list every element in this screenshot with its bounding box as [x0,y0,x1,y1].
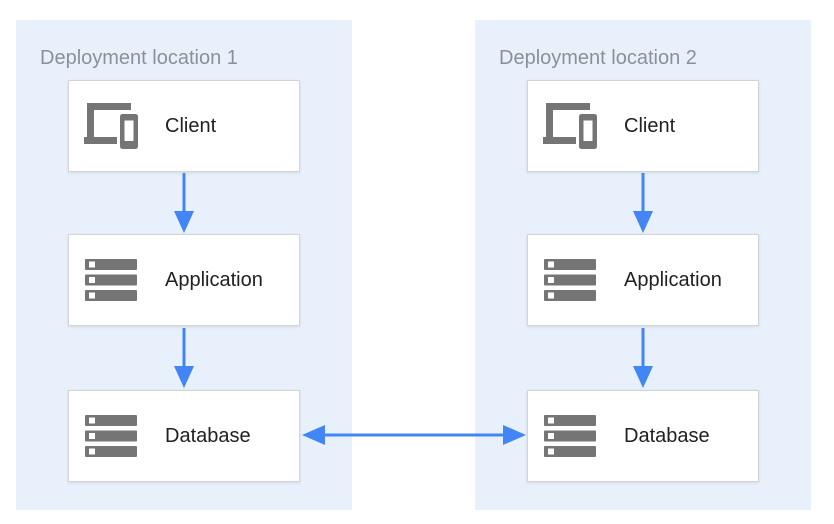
application-node: Application [68,234,300,326]
client-node: Client [527,80,759,172]
application-node: Application [527,234,759,326]
devices-icon [542,102,598,150]
server-stack-icon [83,415,139,457]
panel-title: Deployment location 1 [40,47,238,69]
panel-title: Deployment location 2 [499,47,697,69]
node-label: Database [624,424,710,447]
database-node: Database [527,390,759,482]
server-stack-icon [542,415,598,457]
node-label: Application [165,268,263,291]
node-label: Client [165,114,217,137]
node-label: Client [624,114,676,137]
database-node: Database [68,390,300,482]
node-label: Database [165,424,251,447]
server-stack-icon [542,259,598,301]
deployment-location-2-panel: Deployment location 2 Client [475,20,811,510]
client-node: Client [68,80,300,172]
deployment-location-1-panel: Deployment location 1 Client [16,20,352,510]
devices-icon [83,102,139,150]
server-stack-icon [83,259,139,301]
node-label: Application [624,268,722,291]
